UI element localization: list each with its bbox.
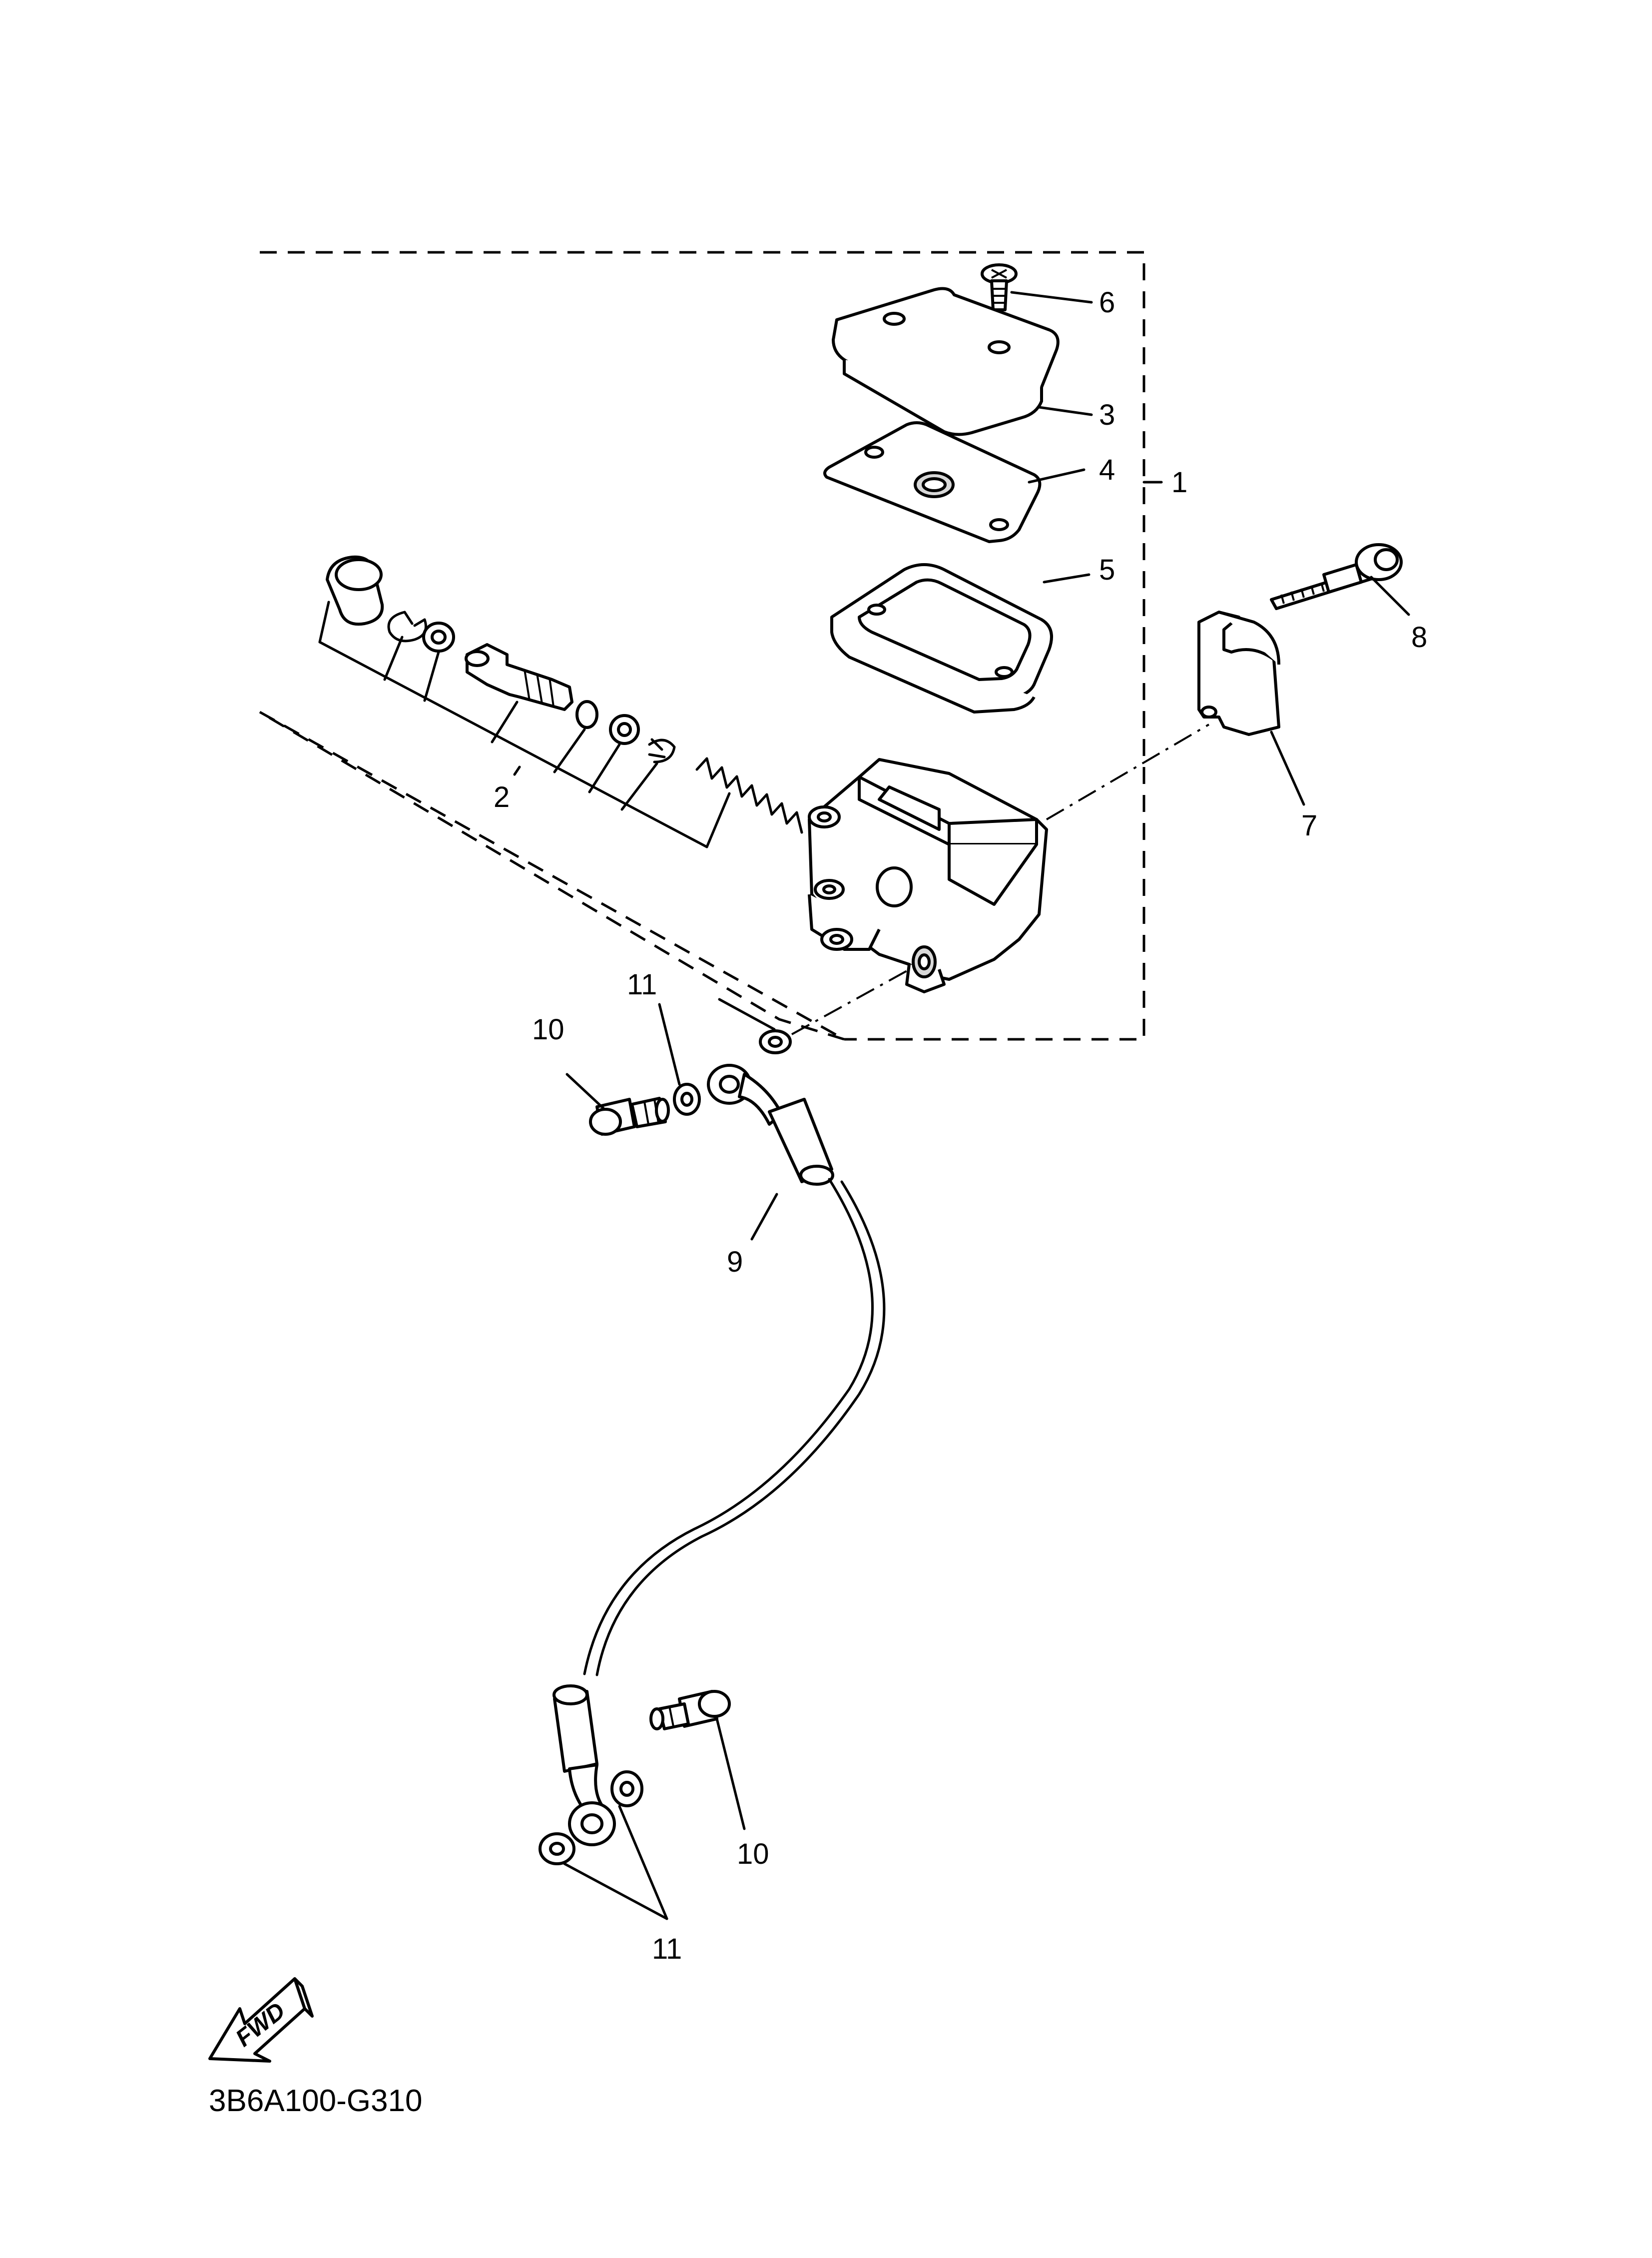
callout-labels: 1 2 3 4 5 6 7 8 9 10 10 11 11 xyxy=(494,286,1427,1965)
assembly-boundary xyxy=(259,251,1145,1041)
fwd-arrow-icon: FWD xyxy=(208,1977,314,2063)
washer-parts xyxy=(539,1029,792,1865)
callout-11-lower: 11 xyxy=(652,1933,682,1965)
master-cylinder-body xyxy=(808,758,1048,993)
callout-8: 8 xyxy=(1411,621,1427,654)
reservoir-cap-part xyxy=(832,287,1060,436)
callout-1: 1 xyxy=(1171,466,1187,499)
drawing-code: 3B6A100-G310 xyxy=(209,2084,422,2118)
callout-6: 6 xyxy=(1099,286,1115,319)
banjo-bolt-lower-part xyxy=(649,1690,731,1730)
callout-4: 4 xyxy=(1099,454,1115,486)
callout-10-upper: 10 xyxy=(532,1013,564,1046)
callout-11-upper: 11 xyxy=(627,968,657,1001)
callout-5: 5 xyxy=(1099,554,1115,586)
callout-9: 9 xyxy=(727,1246,743,1278)
leader-lines xyxy=(563,291,1410,1920)
diaphragm-plate-part xyxy=(823,421,1042,543)
banjo-bolt-upper-part xyxy=(589,1097,670,1136)
diaphragm-part xyxy=(830,563,1053,714)
clamp-part xyxy=(1197,611,1280,736)
assembly-axes xyxy=(791,724,1210,1035)
callout-2: 2 xyxy=(494,781,510,813)
clamp-bolt-part xyxy=(1270,543,1403,610)
piston-kit-parts xyxy=(326,555,803,834)
kit-bracket xyxy=(318,601,731,848)
callout-10-lower: 10 xyxy=(737,1838,769,1870)
callout-7: 7 xyxy=(1301,809,1317,842)
callout-3: 3 xyxy=(1099,399,1115,431)
brake-hose-part xyxy=(552,1064,886,1846)
